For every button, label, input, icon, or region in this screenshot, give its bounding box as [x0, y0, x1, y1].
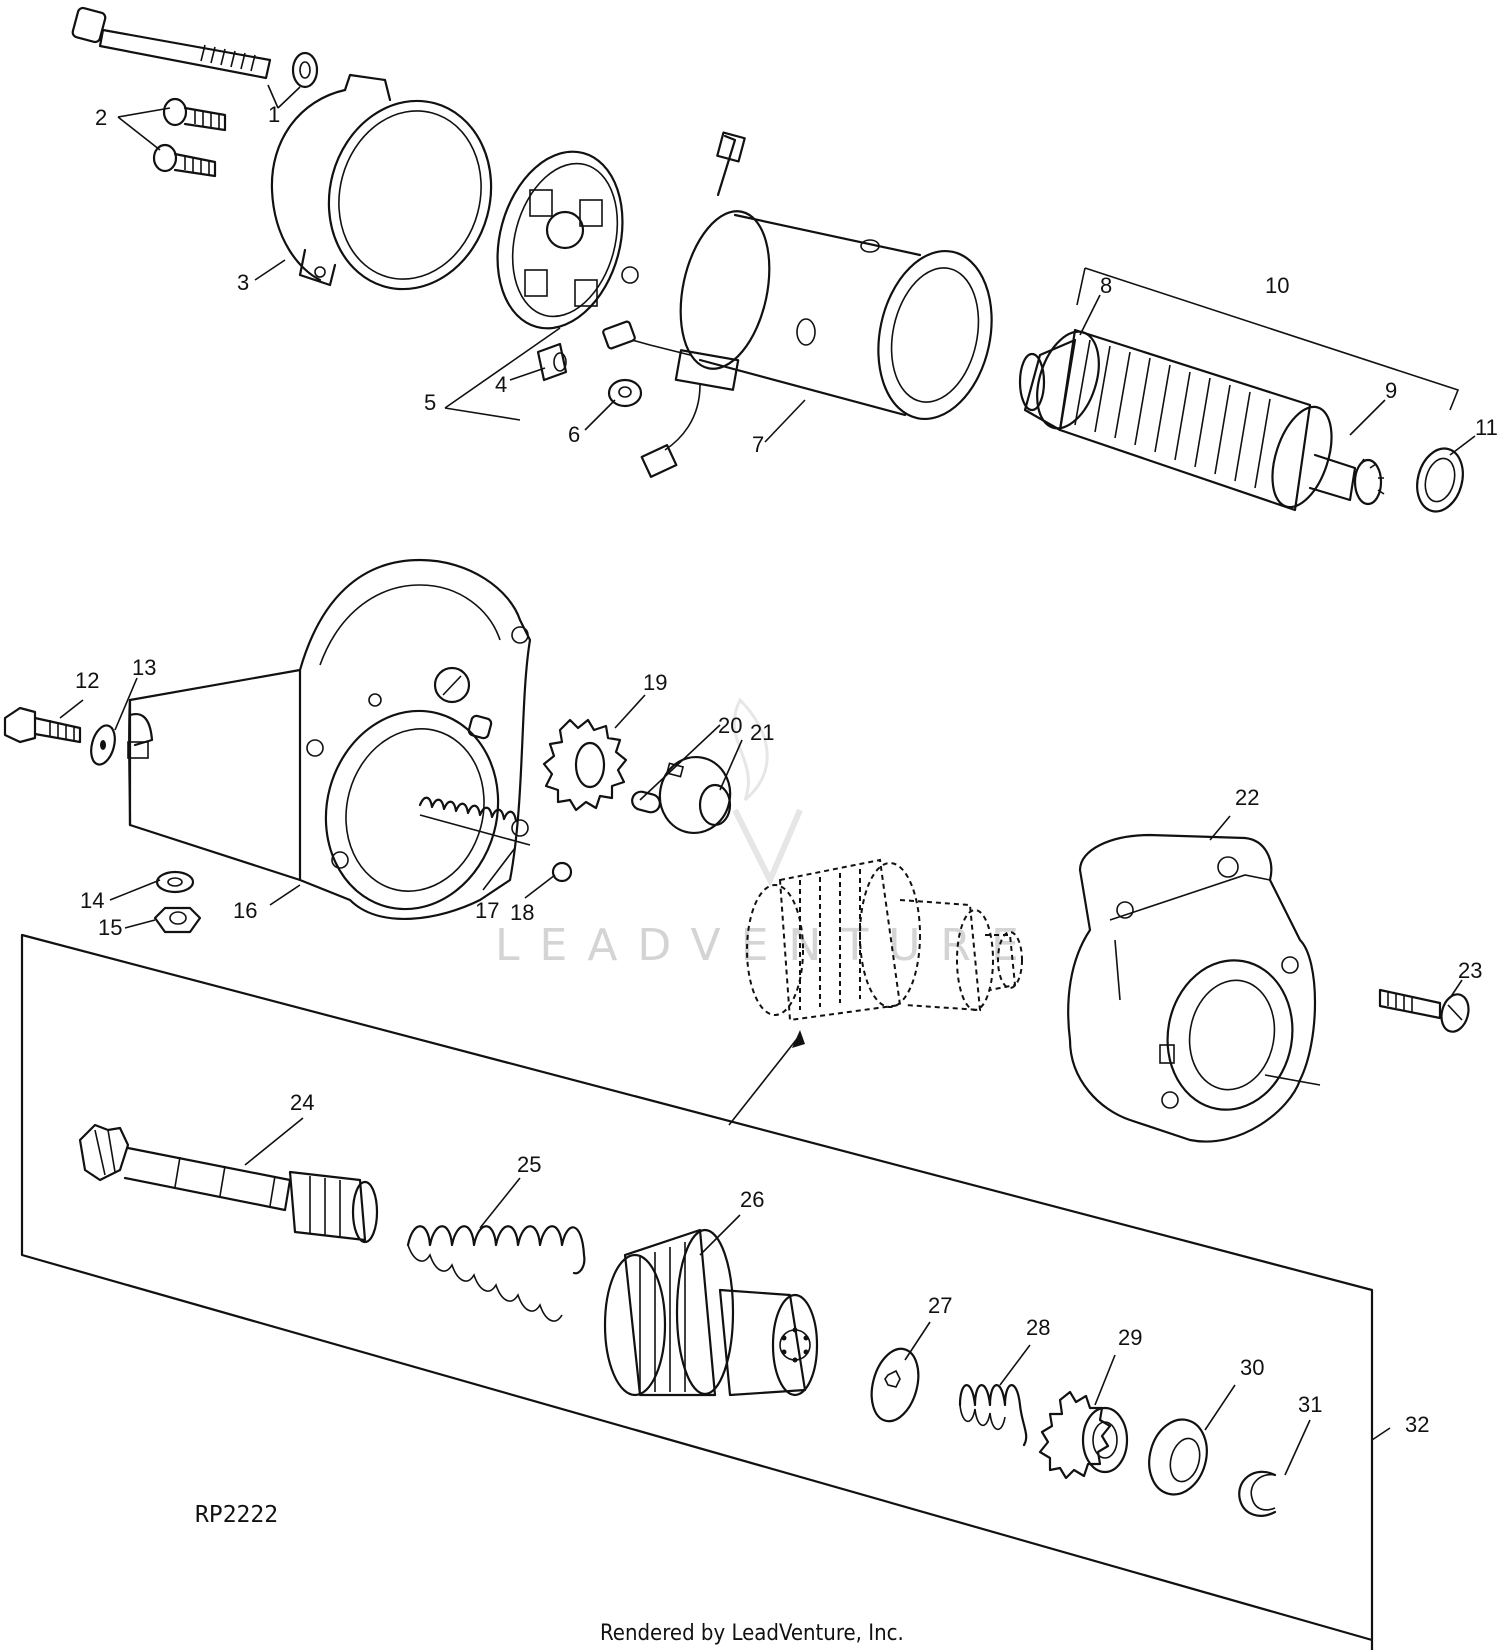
part-23-screw: [1378, 988, 1470, 1033]
callout-labels: 1 2 3 4 5 6 7 8 9 10 11 12 13 14 15 16 1…: [75, 102, 1498, 1437]
bracket-10: [1076, 267, 1460, 411]
part-11-washer: [1416, 447, 1464, 513]
part-1-through-bolt: [71, 6, 319, 89]
callout-30: 30: [1240, 1355, 1264, 1380]
part-24-pinion-shaft: [78, 1123, 379, 1244]
part-27-stop-washer: [870, 1347, 920, 1423]
callout-17: 17: [475, 898, 499, 923]
part-18-ball: [551, 861, 573, 883]
callout-27: 27: [928, 1293, 952, 1318]
part-3-end-cover: [270, 73, 493, 291]
callout-31: 31: [1298, 1392, 1322, 1417]
part-29-pinion-gear: [1038, 1390, 1129, 1480]
callout-21: 21: [750, 720, 774, 745]
part-15-nut: [153, 906, 202, 934]
watermark-logo: [732, 697, 803, 888]
callout-22: 22: [1235, 785, 1259, 810]
part-30-collar: [1148, 1418, 1208, 1496]
callout-19: 19: [643, 670, 667, 695]
callout-16: 16: [233, 898, 257, 923]
kit-indicator-arrowhead: [792, 1030, 805, 1048]
part-7-yoke: [602, 131, 993, 478]
part-12-bolt: [3, 706, 82, 744]
drive-kit-panel-outline: [20, 933, 1374, 1650]
callout-24: 24: [290, 1090, 314, 1115]
watermark-text: LEADVENTURE: [495, 920, 1039, 971]
part-10-armature: [1018, 328, 1385, 512]
part-6-grommet: [607, 378, 643, 408]
callout-29: 29: [1118, 1325, 1142, 1350]
part-22-drive-housing: [1067, 833, 1321, 1143]
callout-10: 10: [1265, 273, 1289, 298]
footer-credit: Rendered by LeadVenture, Inc.: [600, 1621, 904, 1646]
part-25-spring: [406, 1225, 586, 1322]
callout-28: 28: [1026, 1315, 1050, 1340]
part-16-gear-housing: [127, 558, 532, 921]
callout-9: 9: [1385, 378, 1397, 403]
figure-reference-code: RP2222: [195, 1502, 278, 1528]
callout-1: 1: [268, 102, 280, 127]
callout-18: 18: [510, 900, 534, 925]
callout-13: 13: [132, 655, 156, 680]
callout-15: 15: [98, 915, 122, 940]
part-14-lockwasher: [155, 870, 195, 894]
part-17-spring: [418, 796, 531, 846]
part-26-overrunning-clutch: [603, 1228, 819, 1397]
part-31-retaining-ring: [1238, 1470, 1277, 1517]
kit-indicator-arrow: [728, 1034, 801, 1126]
part-4-brush: [536, 342, 568, 382]
callout-12: 12: [75, 668, 99, 693]
callout-32: 32: [1405, 1412, 1429, 1437]
callout-14: 14: [80, 888, 104, 913]
callout-3: 3: [237, 270, 249, 295]
callout-2: 2: [95, 105, 107, 130]
callout-6: 6: [568, 422, 580, 447]
part-21-collar: [658, 755, 732, 835]
callout-20: 20: [718, 713, 742, 738]
part-19-gear: [542, 718, 628, 812]
part-28-spring: [958, 1384, 1028, 1447]
clutch-assembly-outline: [746, 858, 1023, 1022]
part-13-washer: [90, 724, 116, 766]
leader-lines: [59, 84, 1476, 1476]
callout-7: 7: [752, 432, 764, 457]
callout-25: 25: [517, 1152, 541, 1177]
callout-5: 5: [424, 390, 436, 415]
callout-8: 8: [1100, 273, 1112, 298]
part-2-screws: [152, 97, 227, 178]
callout-11: 11: [1475, 415, 1498, 440]
part-5-brush-holder: [496, 150, 639, 330]
callout-23: 23: [1458, 958, 1482, 983]
callout-26: 26: [740, 1187, 764, 1212]
part-20-pin: [631, 790, 661, 814]
callout-4: 4: [495, 372, 507, 397]
